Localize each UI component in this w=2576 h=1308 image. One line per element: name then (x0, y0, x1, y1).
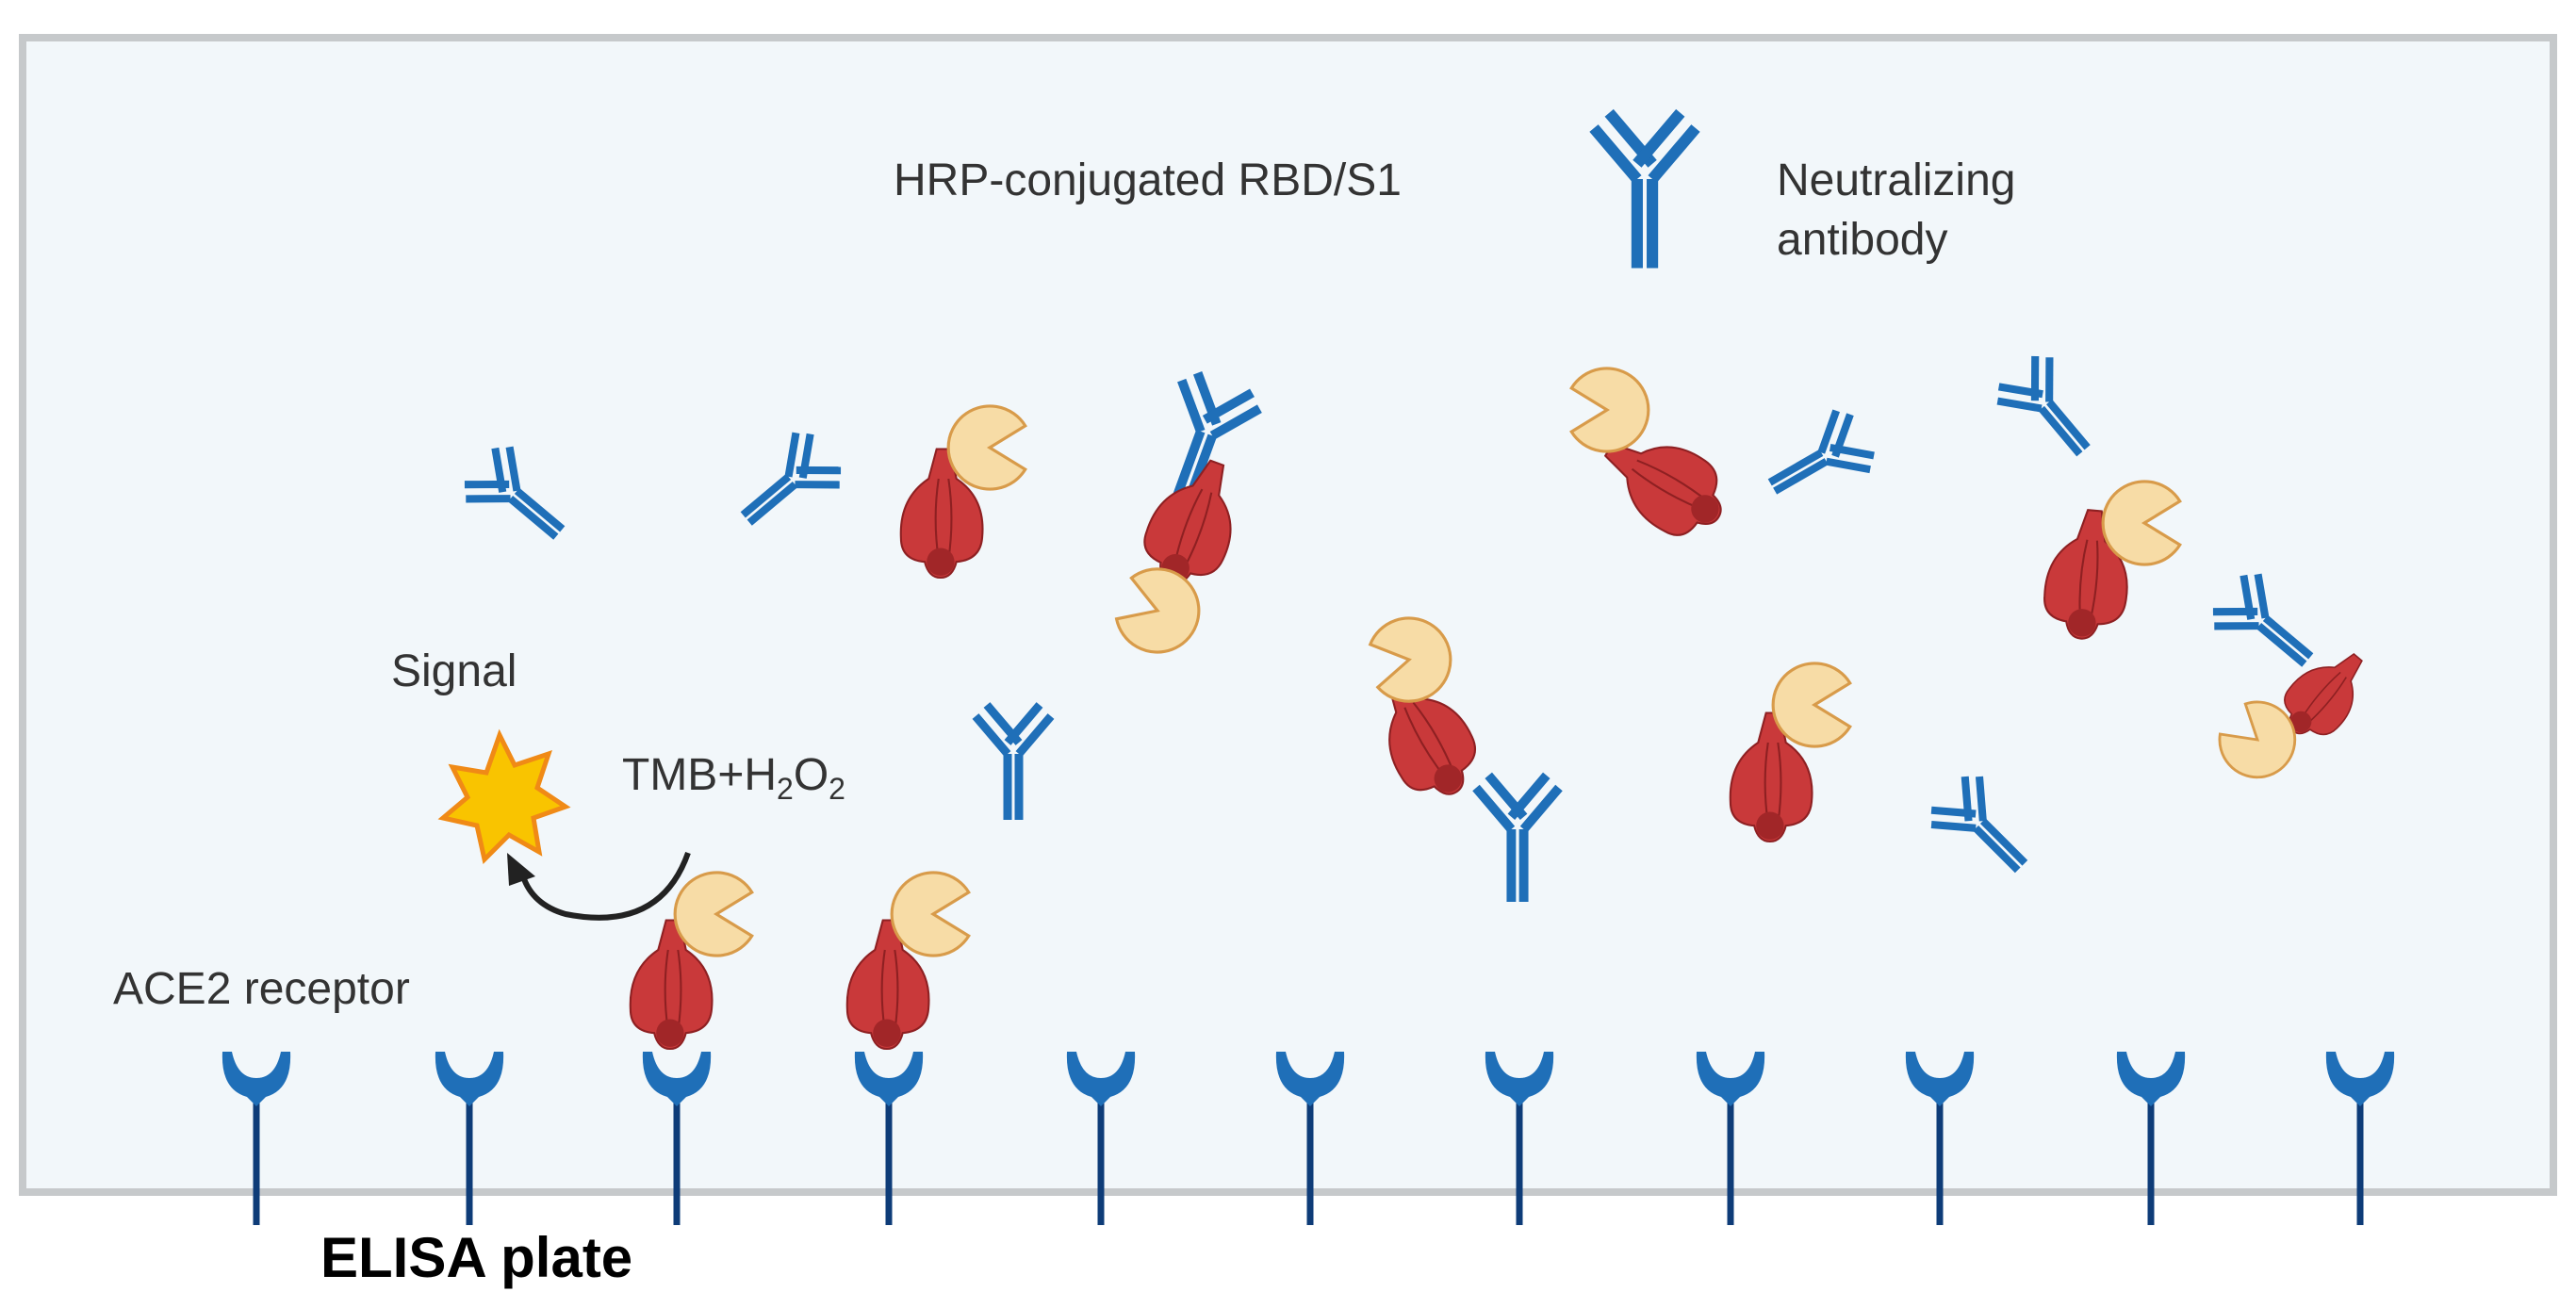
tmb-label: TMB+H2O2 (622, 750, 845, 806)
signal-label: Signal (391, 646, 517, 696)
ace2-label: ACE2 receptor (113, 964, 410, 1014)
assay-panel (19, 34, 2557, 1196)
reaction-arrow-icon (520, 851, 691, 921)
elisa-plate-label: ELISA plate (320, 1226, 632, 1289)
hrp-conjugate-label: HRP-conjugated RBD/S1 (894, 155, 1402, 205)
neutralizing-label-line1: Neutralizing (1777, 155, 2015, 205)
signal-star-icon (437, 728, 571, 864)
neutralizing-label-line2: antibody (1777, 215, 1947, 265)
